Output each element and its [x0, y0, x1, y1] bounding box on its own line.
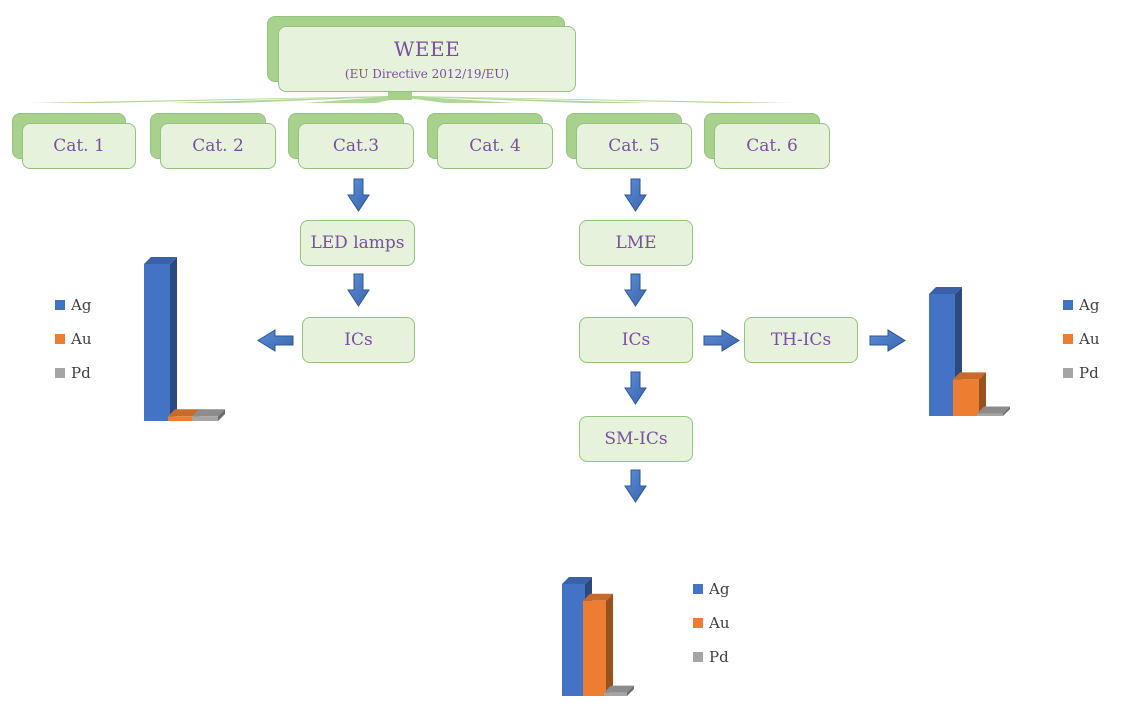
bar-ag: [144, 257, 177, 421]
legend-label: Ag: [709, 580, 730, 598]
bar-pd: [604, 685, 634, 696]
legend-label: Ag: [1079, 296, 1100, 314]
legend-swatch: [55, 334, 65, 344]
arrow-right-icon: [869, 329, 906, 352]
legend-label: Au: [709, 614, 730, 632]
bar-au: [583, 593, 613, 696]
left-metal-chart: [144, 257, 225, 421]
legend-item-ag: Ag: [693, 572, 730, 606]
legend-label: Pd: [709, 648, 729, 666]
category-node-6: Cat. 6: [714, 123, 830, 169]
legend-item-au: Au: [693, 606, 730, 640]
legend-swatch: [55, 368, 65, 378]
legend-label: Pd: [1079, 364, 1099, 382]
legend-item-au: Au: [55, 322, 92, 356]
sm-ics-node: SM-ICs: [579, 416, 693, 462]
connector-4: [392, 96, 515, 103]
arrow-right-icon: [703, 329, 740, 352]
arrow-down-icon: [624, 469, 647, 503]
legend-item-pd: Pd: [1063, 356, 1100, 390]
connector-1: [29, 96, 408, 103]
arrow-down-icon: [624, 178, 647, 212]
legend-swatch: [693, 618, 703, 628]
legend-item-pd: Pd: [55, 356, 92, 390]
bar-au: [953, 372, 986, 416]
root-subtitle: (EU Directive 2012/19/EU): [344, 67, 510, 81]
arrow-down-icon: [624, 273, 647, 307]
category-node-3: Cat.3: [298, 123, 414, 169]
th-ics-node: TH-ICs: [744, 317, 858, 363]
connector-3: [306, 96, 408, 103]
bar-ag: [929, 287, 962, 416]
root-title: WEEE: [393, 37, 461, 61]
legend-label: Au: [71, 330, 92, 348]
legend-swatch: [693, 584, 703, 594]
arrow-down-icon: [347, 273, 370, 307]
bar-pd: [977, 406, 1010, 416]
connector-6: [392, 96, 792, 103]
category-node-5: Cat. 5: [576, 123, 692, 169]
legend-swatch: [1063, 334, 1073, 344]
left-ics-node: ICs: [302, 317, 415, 363]
legend-swatch: [55, 300, 65, 310]
right-ics-node: ICs: [579, 317, 693, 363]
legend-label: Pd: [71, 364, 91, 382]
arrow-left-icon: [257, 329, 294, 352]
bottom-metal-chart: [562, 577, 634, 696]
category-node-4: Cat. 4: [437, 123, 553, 169]
category-node-2: Cat. 2: [160, 123, 276, 169]
legend-item-au: Au: [1063, 322, 1100, 356]
legend-item-pd: Pd: [693, 640, 730, 674]
arrow-down-icon: [347, 178, 370, 212]
bar-pd: [192, 409, 225, 421]
legend-item-ag: Ag: [55, 288, 92, 322]
legend-label: Ag: [71, 296, 92, 314]
right-metal-chart: [929, 287, 1010, 416]
connector-5: [392, 96, 654, 103]
legend-swatch: [693, 652, 703, 662]
root-node: WEEE (EU Directive 2012/19/EU): [278, 26, 576, 92]
legend-label: Au: [1079, 330, 1100, 348]
led-lamps-node: LED lamps: [300, 220, 415, 266]
legend-swatch: [1063, 368, 1073, 378]
legend-item-ag: Ag: [1063, 288, 1100, 322]
legend-swatch: [1063, 300, 1073, 310]
lme-node: LME: [579, 220, 693, 266]
category-node-1: Cat. 1: [22, 123, 136, 169]
arrow-down-icon: [624, 371, 647, 405]
connector-2: [168, 96, 408, 103]
